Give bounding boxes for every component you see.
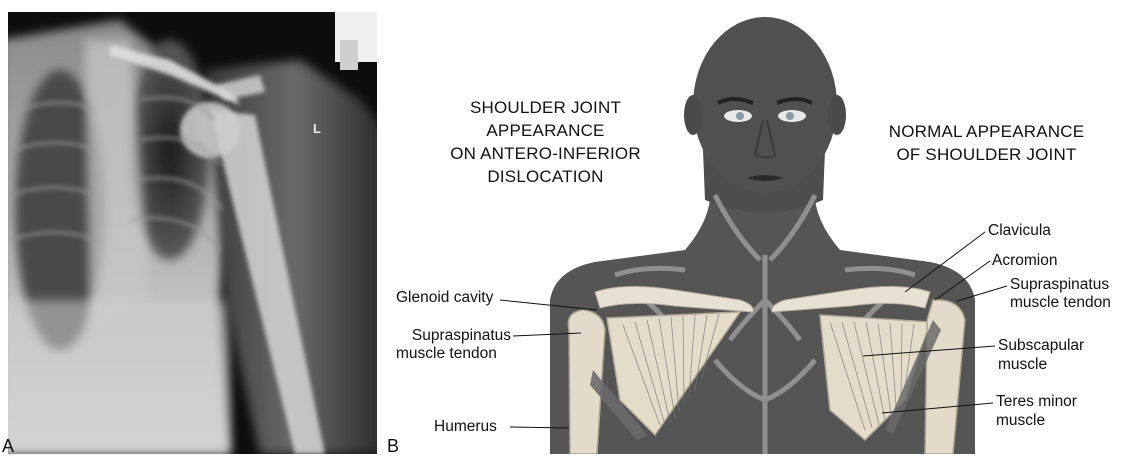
label-humerus: Humerus	[434, 418, 497, 436]
label-acromion: Acromion	[992, 252, 1057, 270]
panel-letter-a: A	[2, 437, 14, 455]
label-supraspinatus-right-1: Supraspinatus	[1010, 276, 1109, 294]
heading-normal-line-1: NORMAL APPEARANCE	[879, 120, 1094, 143]
xray-image	[0, 0, 385, 454]
label-clavicula: Clavicula	[988, 222, 1051, 240]
head-shape	[693, 17, 837, 193]
label-supraspinatus-left-2: muscle tendon	[396, 345, 497, 363]
label-glenoid-cavity: Glenoid cavity	[396, 289, 493, 307]
label-teres-minor-2: muscle	[996, 412, 1045, 430]
label-supraspinatus-right-2: muscle tendon	[1010, 294, 1111, 312]
label-subscapular-2: muscle	[998, 356, 1047, 374]
heading-dislocation-line-1: SHOULDER JOINT	[443, 96, 648, 119]
heading-dislocation-line-2: APPEARANCE	[443, 119, 648, 142]
heading-normal-line-2: OF SHOULDER JOINT	[879, 143, 1094, 166]
label-supraspinatus-left-1: Supraspinatus	[396, 327, 511, 345]
label-teres-minor-1: Teres minor	[996, 393, 1077, 411]
xray-side-marker: L	[313, 121, 321, 136]
panel-letter-b: B	[387, 437, 399, 455]
heading-dislocation-line-4: DISLOCATION	[443, 165, 648, 188]
heading-dislocation: SHOULDER JOINT APPEARANCE ON ANTERO-INFE…	[443, 96, 648, 188]
xray-panel: L A	[0, 0, 385, 454]
illustration-panel: SHOULDER JOINT APPEARANCE ON ANTERO-INFE…	[385, 0, 1141, 454]
heading-normal: NORMAL APPEARANCE OF SHOULDER JOINT	[879, 120, 1094, 166]
heading-dislocation-line-3: ON ANTERO-INFERIOR	[443, 142, 648, 165]
label-subscapular-1: Subscapular	[998, 337, 1084, 355]
